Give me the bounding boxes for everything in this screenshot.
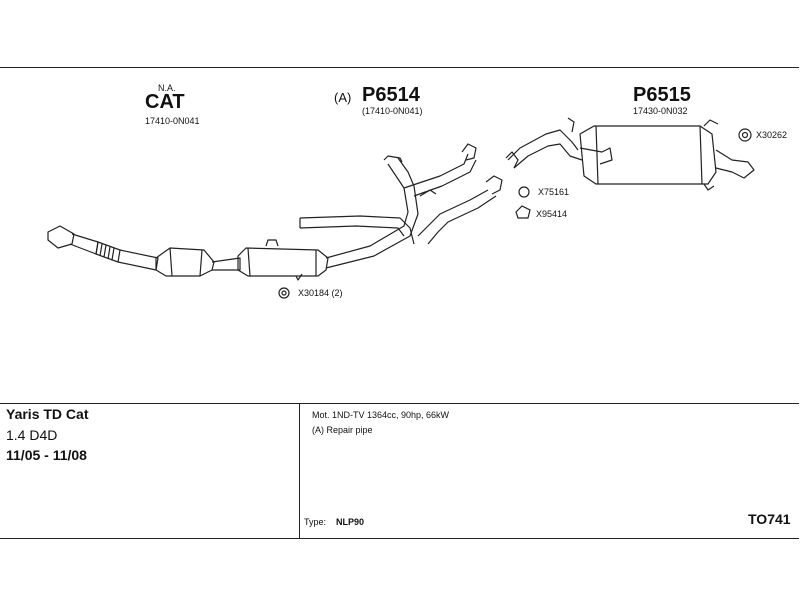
x30262-label: X30262 — [756, 130, 788, 140]
p6515-oem: 17430-0N032 — [633, 106, 688, 116]
cat-oem: 17410-0N041 — [145, 116, 200, 126]
rubber-mount-icon — [278, 287, 290, 299]
repair-note: (A) Repair pipe — [312, 425, 373, 435]
flex-bellows — [95, 241, 121, 263]
p6514-code: P6514 — [362, 84, 420, 106]
centre-silencer — [237, 247, 329, 277]
sheet-code: TO741 — [748, 511, 791, 527]
vehicle-model: Yaris TD Cat — [6, 406, 89, 422]
ring-icon — [518, 186, 530, 198]
catalyst — [155, 247, 215, 277]
motor-note: Mot. 1ND-TV 1364cc, 90hp, 66kW — [312, 410, 450, 420]
info-divider — [299, 403, 300, 538]
type-value: NLP90 — [336, 517, 365, 527]
vehicle-years: 11/05 - 11/08 — [6, 447, 87, 463]
x30184-label: X30184 (2) — [298, 288, 343, 298]
p6514-prefix: (A) — [334, 90, 352, 105]
rear-silencer — [579, 125, 717, 185]
x75161-label: X75161 — [538, 187, 570, 197]
cat-note: N.A. — [158, 83, 176, 93]
p6514-oem: (17410-0N041) — [362, 106, 423, 116]
type-label: Type: — [304, 517, 327, 527]
diagram-sheet — [0, 67, 799, 539]
clamp-icon — [515, 205, 531, 219]
hanger-icon — [738, 128, 752, 142]
p6515-code: P6515 — [633, 84, 691, 106]
section-divider — [0, 403, 799, 404]
front-flange — [47, 225, 75, 249]
x95414-label: X95414 — [536, 209, 568, 219]
vehicle-engine: 1.4 D4D — [6, 427, 58, 443]
cat-code: CAT — [145, 91, 185, 113]
